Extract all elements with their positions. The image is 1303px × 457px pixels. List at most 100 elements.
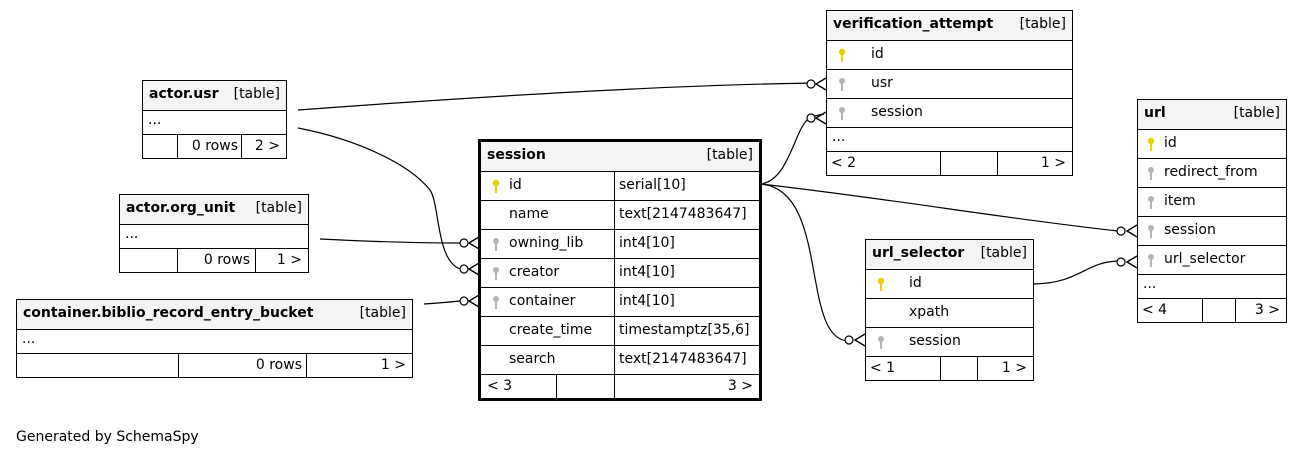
column-row-id[interactable]: id serial[10] [481,171,759,200]
next-link[interactable]: 2 > [254,138,280,154]
prev-link[interactable]: < 2 [831,155,857,171]
table-name: session [487,147,546,163]
column-name: session [871,104,923,120]
primary-key-icon [1146,137,1156,151]
foreign-key-icon [1146,166,1156,180]
next-link[interactable]: 1 > [1001,360,1027,376]
generated-by-note: Generated by SchemaSpy [16,429,199,445]
column-type: int4[10] [619,264,675,280]
column-row-creator[interactable]: creator int4[10] [481,258,759,287]
next-link[interactable]: 1 > [276,252,302,268]
table-actor-org-unit[interactable]: actor.org_unit [table] ... 0 rows 1 > [119,194,309,273]
table-type: [table] [255,200,302,216]
primary-key-icon [491,179,501,193]
column-type: int4[10] [619,235,675,251]
column-name: usr [871,75,893,91]
table-name: url [1144,105,1166,121]
foreign-key-icon [1146,195,1156,209]
column-row-session[interactable]: session [1138,216,1286,245]
table-type: [table] [706,147,753,163]
column-name: container [509,293,576,309]
table-url[interactable]: url [table] id redirect_from item session… [1137,99,1287,323]
column-row-session[interactable]: session [827,98,1072,127]
column-type: timestamptz[35,6] [619,322,750,338]
table-container-bucket[interactable]: container.biblio_record_entry_bucket [tab… [16,299,413,378]
column-name: url_selector [1164,251,1246,267]
prev-link[interactable]: < 4 [1142,302,1168,318]
foreign-key-icon [837,106,847,120]
table-type: [table] [233,86,280,102]
column-name: creator [509,264,560,280]
column-row-usr[interactable]: usr [827,69,1072,98]
edge-url-selector-to-url [1033,260,1119,285]
next-link[interactable]: 1 > [1040,155,1066,171]
table-name: container.biblio_record_entry_bucket [23,305,314,321]
edge-session-to-url-selector-session [760,183,849,342]
edge-usr-to-verification-usr [297,82,815,111]
column-row-container[interactable]: container int4[10] [481,287,759,316]
column-type: int4[10] [619,293,675,309]
column-row-id[interactable]: id [1138,129,1286,158]
column-name: item [1164,193,1196,209]
foreign-key-icon [837,77,847,91]
column-name: id [1164,135,1177,151]
column-name: create_time [509,322,593,338]
prev-link[interactable]: < 1 [870,360,896,376]
foreign-key-icon [491,295,501,309]
table-verification-attempt[interactable]: verification_attempt [table] id usr sessi… [826,10,1073,176]
edge-usr-to-session-creator [297,127,461,270]
column-name: id [509,177,522,193]
foreign-key-icon [1146,253,1156,267]
column-row-create-time[interactable]: create_time timestamptz[35,6] [481,316,759,345]
column-name: search [509,351,556,367]
column-name: name [509,206,549,222]
table-url-selector[interactable]: url_selector [table] id xpath session < 1… [865,239,1034,381]
column-row-name[interactable]: name text[2147483647] [481,200,759,229]
ellipsis: ... [22,331,36,347]
column-row-id[interactable]: id [866,269,1033,298]
column-row-url-selector[interactable]: url_selector [1138,245,1286,274]
edge-session-to-url-session [760,183,1119,232]
next-link[interactable]: 1 > [380,357,406,373]
table-name: actor.org_unit [126,200,236,216]
column-type: serial[10] [619,177,686,193]
next-link[interactable]: 3 > [1254,302,1280,318]
column-row-session[interactable]: session [866,327,1033,356]
edge-org-unit-to-owning-lib [319,238,461,244]
table-type: [table] [359,305,406,321]
column-name: session [909,333,961,349]
column-name: redirect_from [1164,164,1258,180]
column-row-redirect-from[interactable]: redirect_from [1138,158,1286,187]
table-session[interactable]: session [table] id serial[10] name text[214… [478,139,762,401]
column-name: id [909,275,922,291]
edge-session-to-verification-session [760,113,825,185]
table-type: [table] [980,245,1027,261]
column-row-owning-lib[interactable]: owning_lib int4[10] [481,229,759,258]
table-type: [table] [1019,16,1066,32]
ellipsis: ... [125,226,139,242]
row-count: 0 rows [203,252,250,268]
ellipsis: ... [832,129,846,145]
table-type: [table] [1233,105,1280,121]
column-row-id[interactable]: id [827,40,1072,69]
table-name: verification_attempt [833,16,994,32]
table-name: url_selector [872,245,965,261]
column-name: id [871,46,884,62]
column-name: owning_lib [509,235,584,251]
foreign-key-icon [876,335,886,349]
column-name: xpath [909,304,950,320]
column-row-item[interactable]: item [1138,187,1286,216]
column-name: session [1164,222,1216,238]
column-row-xpath[interactable]: xpath [866,298,1033,327]
row-count: 0 rows [255,357,302,373]
foreign-key-icon [1146,224,1156,238]
table-actor-usr[interactable]: actor.usr[table] ... 0 rows 2 > [142,80,287,159]
next-link[interactable]: 3 > [727,378,753,394]
prev-link[interactable]: < 3 [487,378,513,394]
primary-key-icon [837,48,847,62]
foreign-key-icon [491,237,501,251]
column-type: text[2147483647] [619,206,747,222]
edge-bucket-to-container [423,300,461,305]
